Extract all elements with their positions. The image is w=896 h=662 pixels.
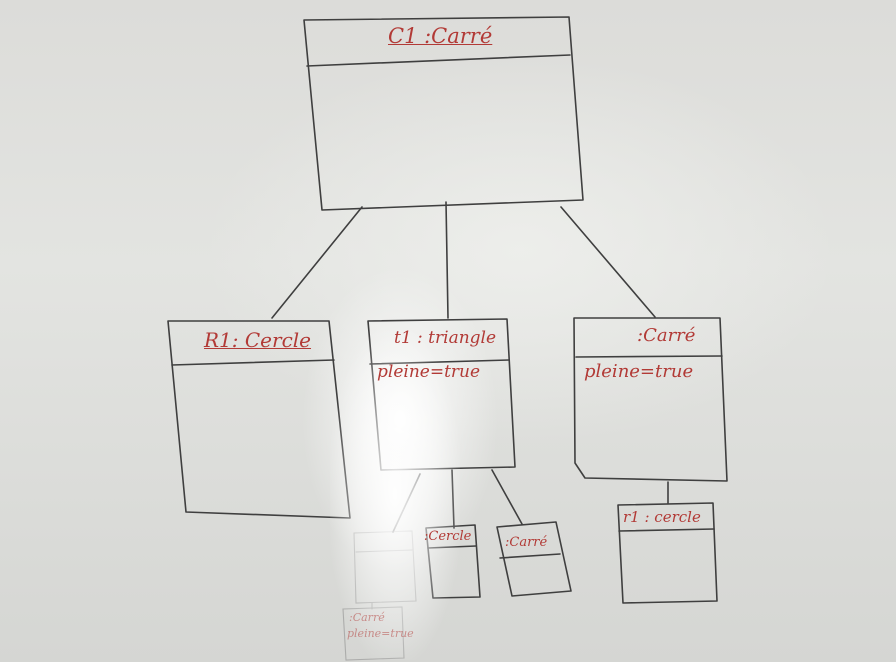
box-small-carre	[496, 521, 572, 597]
box-carre-right	[573, 317, 728, 482]
box-r1-divider	[171, 359, 335, 366]
small-cercle-title: :Cercle	[424, 529, 472, 544]
connector-t1-carre	[491, 469, 523, 525]
carre-right-attribute: pleine=true	[584, 361, 694, 382]
box-small-carre-divider	[499, 553, 561, 559]
box-carre-right-divider	[575, 355, 723, 358]
root-divider	[306, 54, 571, 67]
connector-root-carre	[560, 206, 656, 318]
t1-triangle-attribute: pleine=true	[377, 362, 481, 382]
box-small-cercle-divider	[427, 545, 477, 549]
faded-attribute: pleine=true	[347, 627, 414, 640]
box-r1-lower-divider	[618, 528, 715, 532]
t1-triangle-title: t1 : triangle	[394, 328, 497, 348]
faded-title: :Carré	[349, 611, 385, 624]
box-faded-upper	[353, 530, 417, 604]
r1-lower-title: r1 : cercle	[623, 508, 701, 526]
connector-t1-cercle	[451, 469, 455, 529]
connector-root-t1	[445, 201, 449, 319]
connector-root-r1	[271, 206, 363, 319]
box-faded-upper-divider	[355, 549, 413, 553]
carre-right-title: :Carré	[637, 325, 696, 346]
root-box	[303, 16, 584, 211]
small-carre-title: :Carré	[505, 535, 548, 550]
r1-cercle-title: R1: Cercle	[204, 328, 312, 352]
connector-t1-faded	[392, 473, 421, 533]
box-r1-lower	[617, 502, 718, 604]
root-title: C1 :Carré	[388, 24, 493, 48]
